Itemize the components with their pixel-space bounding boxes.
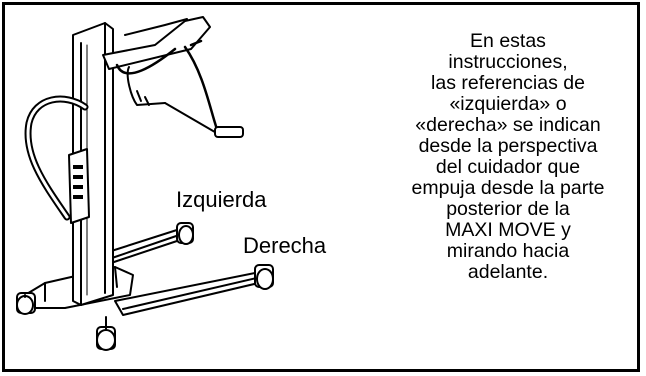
note-line: las referencias de bbox=[431, 72, 585, 94]
note-line: adelante. bbox=[467, 261, 549, 283]
note-line: desde la perspectiva bbox=[418, 135, 598, 157]
note-line: del cuidador que bbox=[435, 156, 581, 178]
note-line: instrucciones, bbox=[448, 51, 568, 73]
lift-boom bbox=[102, 16, 211, 70]
note-line: «derecha» se indican bbox=[415, 114, 601, 136]
caster-wheels bbox=[16, 222, 274, 351]
label-right: Derecha bbox=[243, 233, 327, 258]
note-line: MAXI MOVE y bbox=[445, 219, 571, 241]
orientation-note: En estas instrucciones, las referencias … bbox=[377, 31, 639, 283]
note-line: En estas bbox=[470, 30, 546, 52]
patient-lift-illustration bbox=[16, 16, 274, 351]
instruction-panel: Izquierda Derecha En estas instrucciones… bbox=[2, 2, 640, 372]
control-panel bbox=[68, 148, 90, 224]
note-line: «izquierda» o bbox=[449, 93, 567, 115]
label-left: Izquierda bbox=[176, 187, 267, 212]
note-line: posterior de la bbox=[446, 198, 570, 220]
note-line: mirando hacia bbox=[446, 240, 570, 262]
note-line: empuja desde la parte bbox=[411, 177, 605, 199]
